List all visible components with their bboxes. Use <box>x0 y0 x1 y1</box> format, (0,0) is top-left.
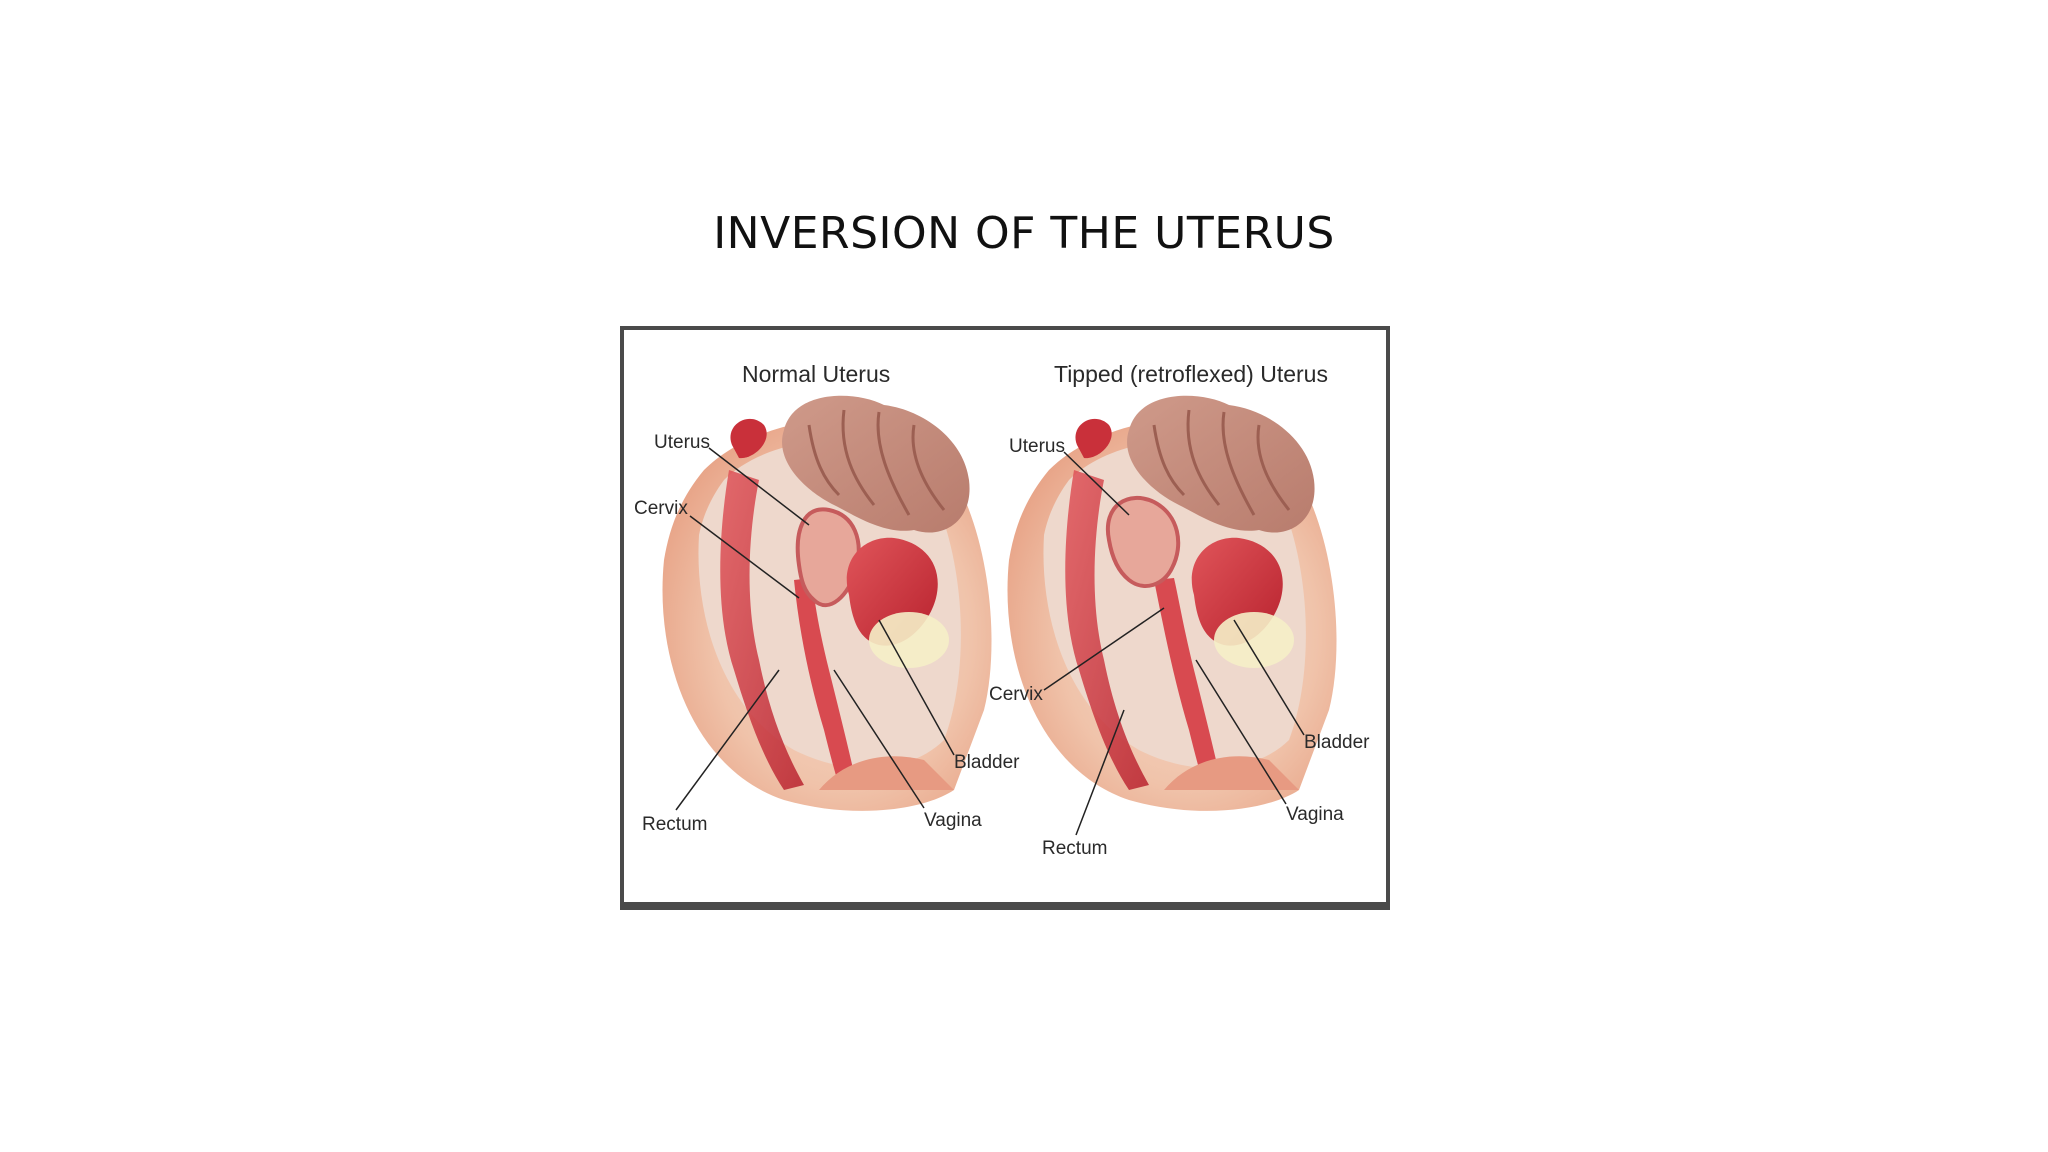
right-leader-uterus <box>1063 451 1130 516</box>
uterus-diagram-figure: Normal Uterus <box>620 326 1390 910</box>
left-leader-uterus <box>708 447 810 526</box>
uterus-diagram: Normal Uterus <box>634 361 1370 859</box>
slide-title: INVERSION OF THE UTERUS <box>713 208 1335 259</box>
left-panel: Normal Uterus <box>634 361 1020 835</box>
right-leader-cervix <box>1043 607 1165 691</box>
right-rectum <box>1065 470 1149 790</box>
left-panel-title: Normal Uterus <box>742 361 890 387</box>
left-leader-cervix <box>689 515 800 599</box>
right-bowel <box>1127 395 1315 533</box>
right-label-uterus: Uterus <box>1009 436 1065 457</box>
right-label-rectum: Rectum <box>1042 838 1107 859</box>
left-leader-bladder <box>878 619 955 756</box>
right-label-bladder: Bladder <box>1304 732 1370 753</box>
right-panel-title: Tipped (retroflexed) Uterus <box>1054 361 1328 387</box>
right-panel: Tipped (retroflexed) Uterus Uterus Cervi… <box>989 361 1370 859</box>
left-label-uterus: Uterus <box>654 432 710 453</box>
left-label-bladder: Bladder <box>954 752 1020 773</box>
right-leader-rectum <box>1075 709 1125 836</box>
left-rectum <box>720 470 804 790</box>
left-label-vagina: Vagina <box>924 810 982 831</box>
left-leader-rectum <box>675 669 780 811</box>
left-bowel <box>782 395 970 533</box>
right-leader-vagina <box>1195 659 1287 805</box>
left-label-rectum: Rectum <box>642 814 707 835</box>
right-label-vagina: Vagina <box>1286 804 1344 825</box>
left-leader-vagina <box>833 669 925 809</box>
right-vagina <box>1154 578 1221 785</box>
right-leader-bladder <box>1233 619 1305 736</box>
left-label-cervix: Cervix <box>634 498 688 519</box>
left-vagina <box>794 578 856 785</box>
right-label-cervix: Cervix <box>989 684 1043 705</box>
right-uterus <box>1105 495 1181 588</box>
